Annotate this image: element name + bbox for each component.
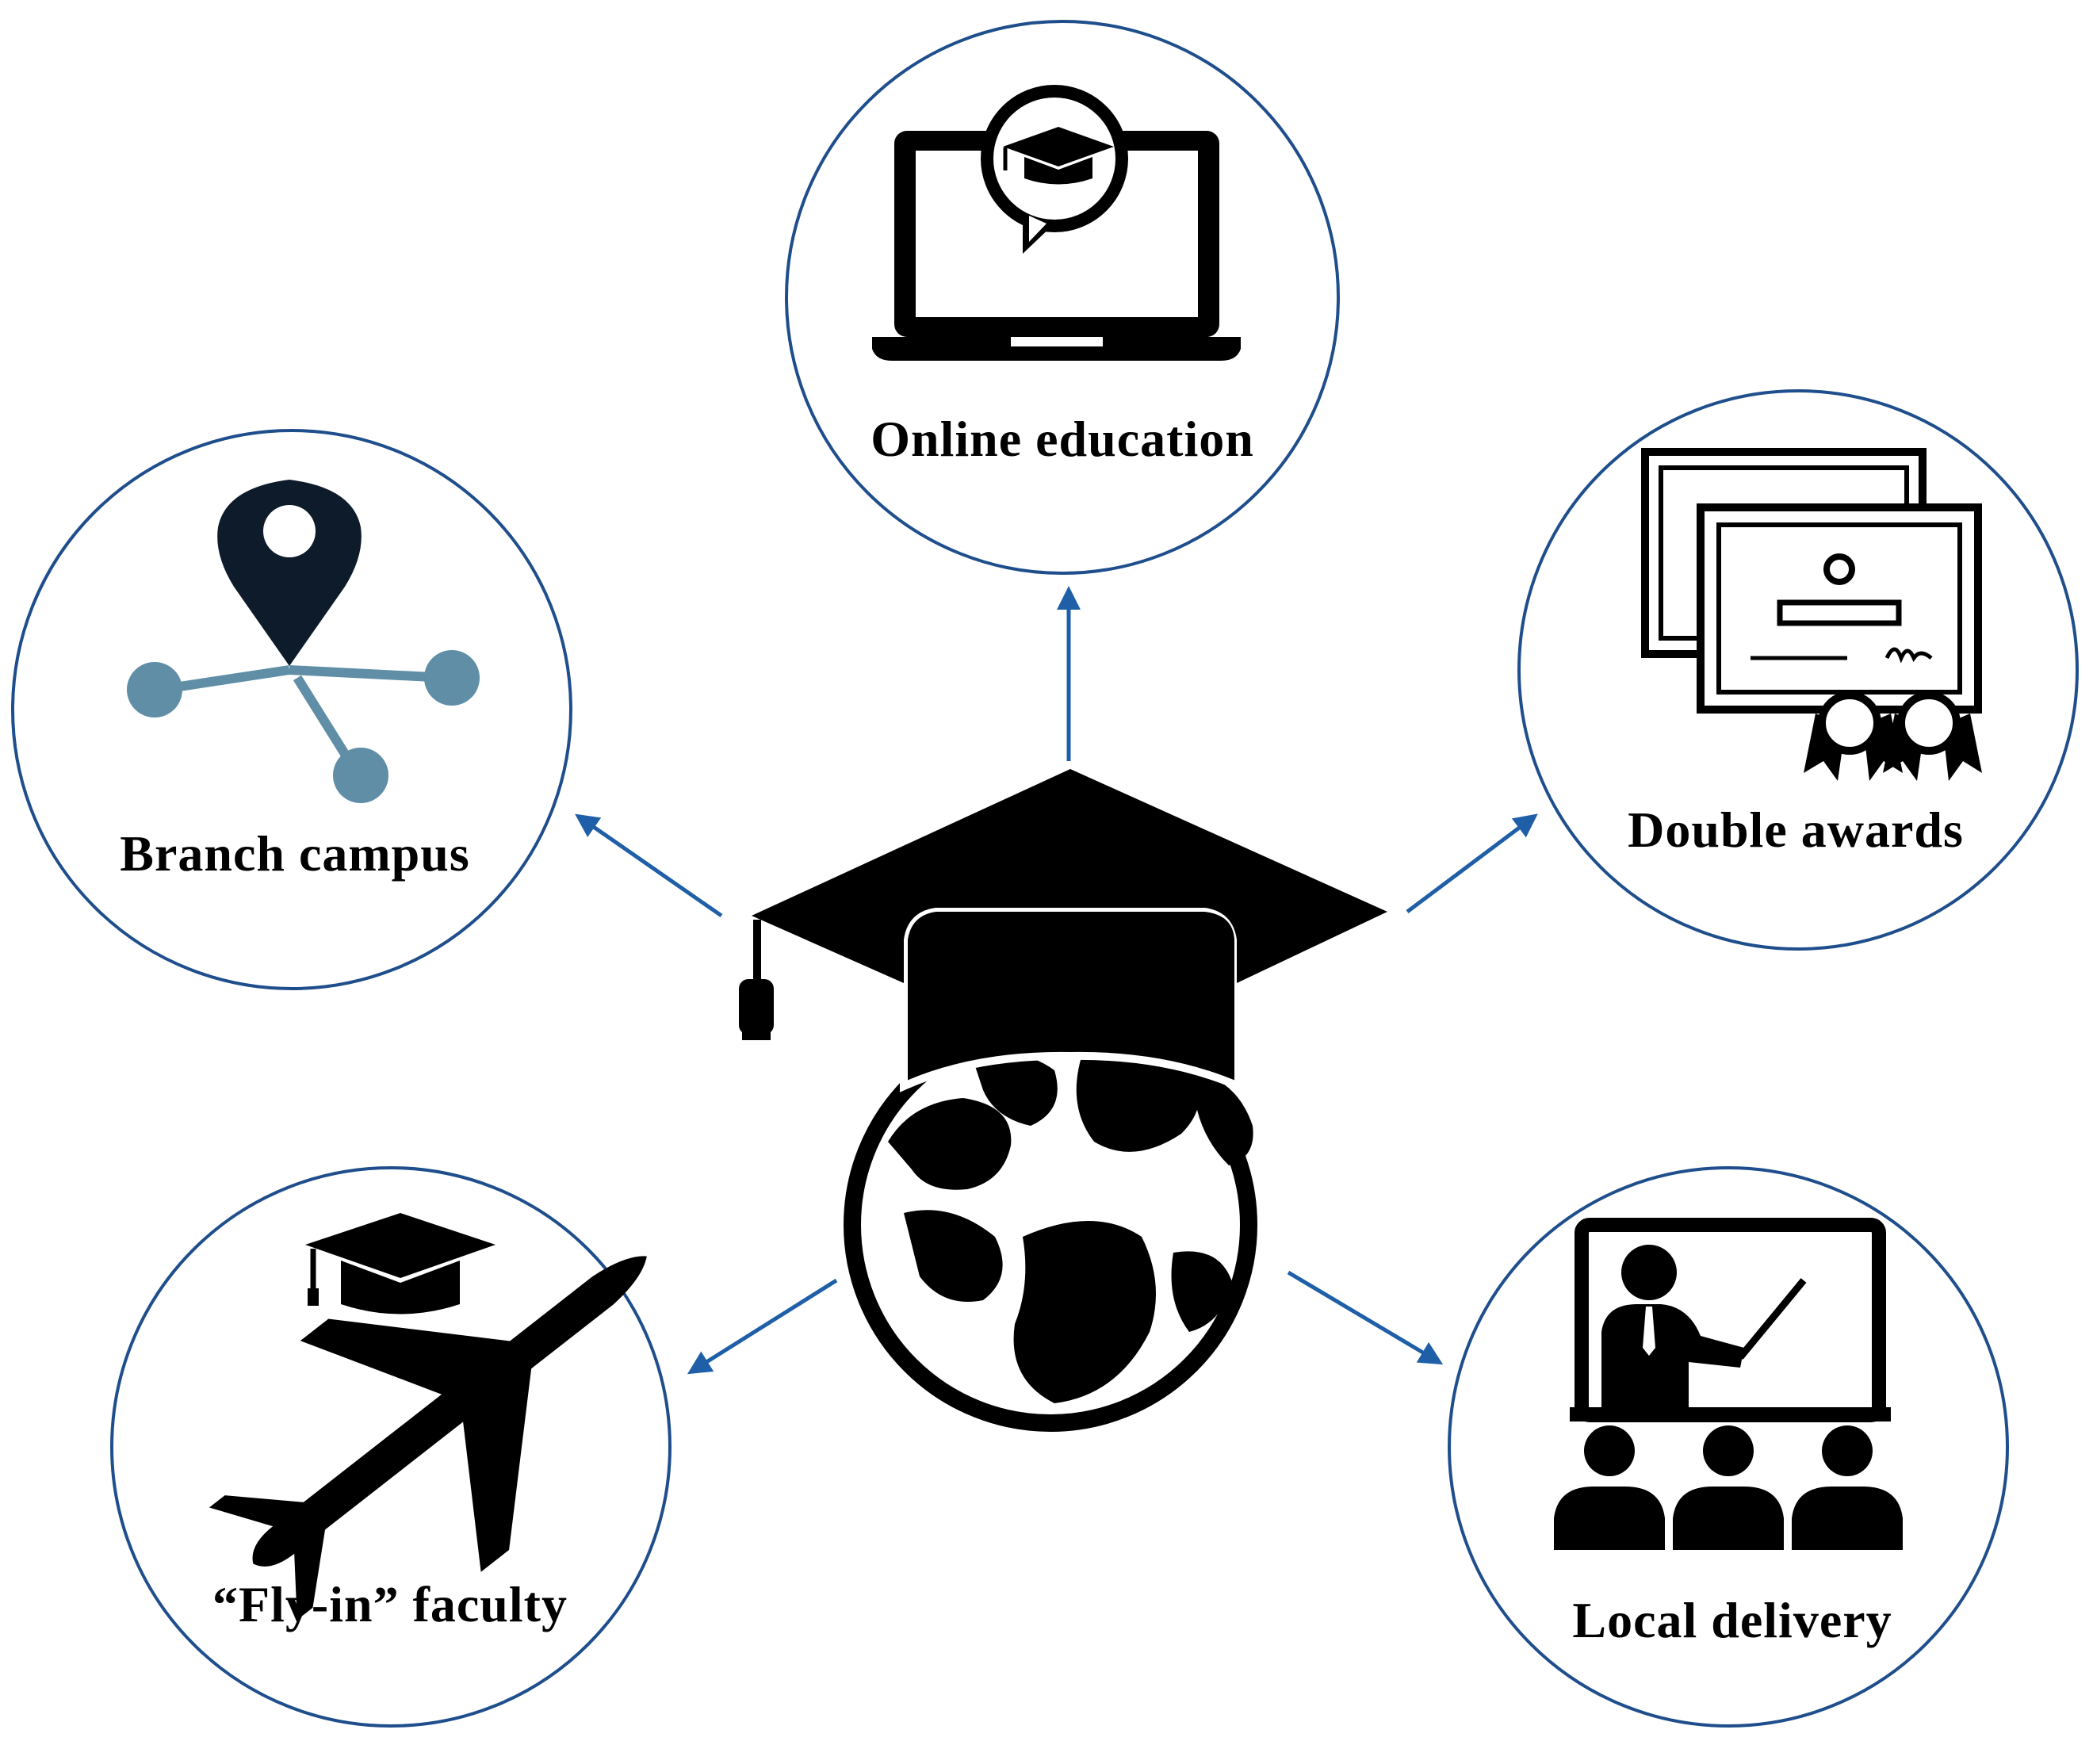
cap-board [752,769,1387,983]
graduation-cap-globe-icon [739,769,1387,1432]
location-network-icon [127,480,480,803]
node-label-fly-in-faculty: “Fly-in” faculty [212,1576,568,1632]
laptop-mortarboard-icon [872,85,1241,361]
node-label-branch-campus: Branch campus [120,825,470,882]
connector-arrows [575,586,1538,1375]
node-double-awards: Double awards [1517,389,2079,951]
certificates-icon [1641,448,1982,781]
node-online-education: Online education [785,20,1340,575]
cap-crown [900,904,1242,1092]
arrow-to-fly-in-faculty [687,1278,838,1375]
arrow-to-branch-campus [575,813,723,918]
globe-icon [844,1018,1257,1432]
node-local-delivery: Local delivery [1448,1166,2009,1728]
cap-tassel [739,920,774,1040]
arrow-to-double-awards [1406,813,1538,913]
classroom-presenter-icon [1554,1218,1903,1550]
node-label-double-awards: Double awards [1628,802,1964,858]
node-label-local-delivery: Local delivery [1572,1592,1892,1648]
node-ring [11,429,572,990]
arrow-to-local-delivery [1287,1270,1444,1365]
node-branch-campus: Branch campus [11,429,572,990]
node-fly-in-faculty: “Fly-in” faculty [110,1166,672,1728]
airplane-mortarboard-icon [209,1213,647,1621]
node-label-online-education: Online education [870,411,1254,467]
